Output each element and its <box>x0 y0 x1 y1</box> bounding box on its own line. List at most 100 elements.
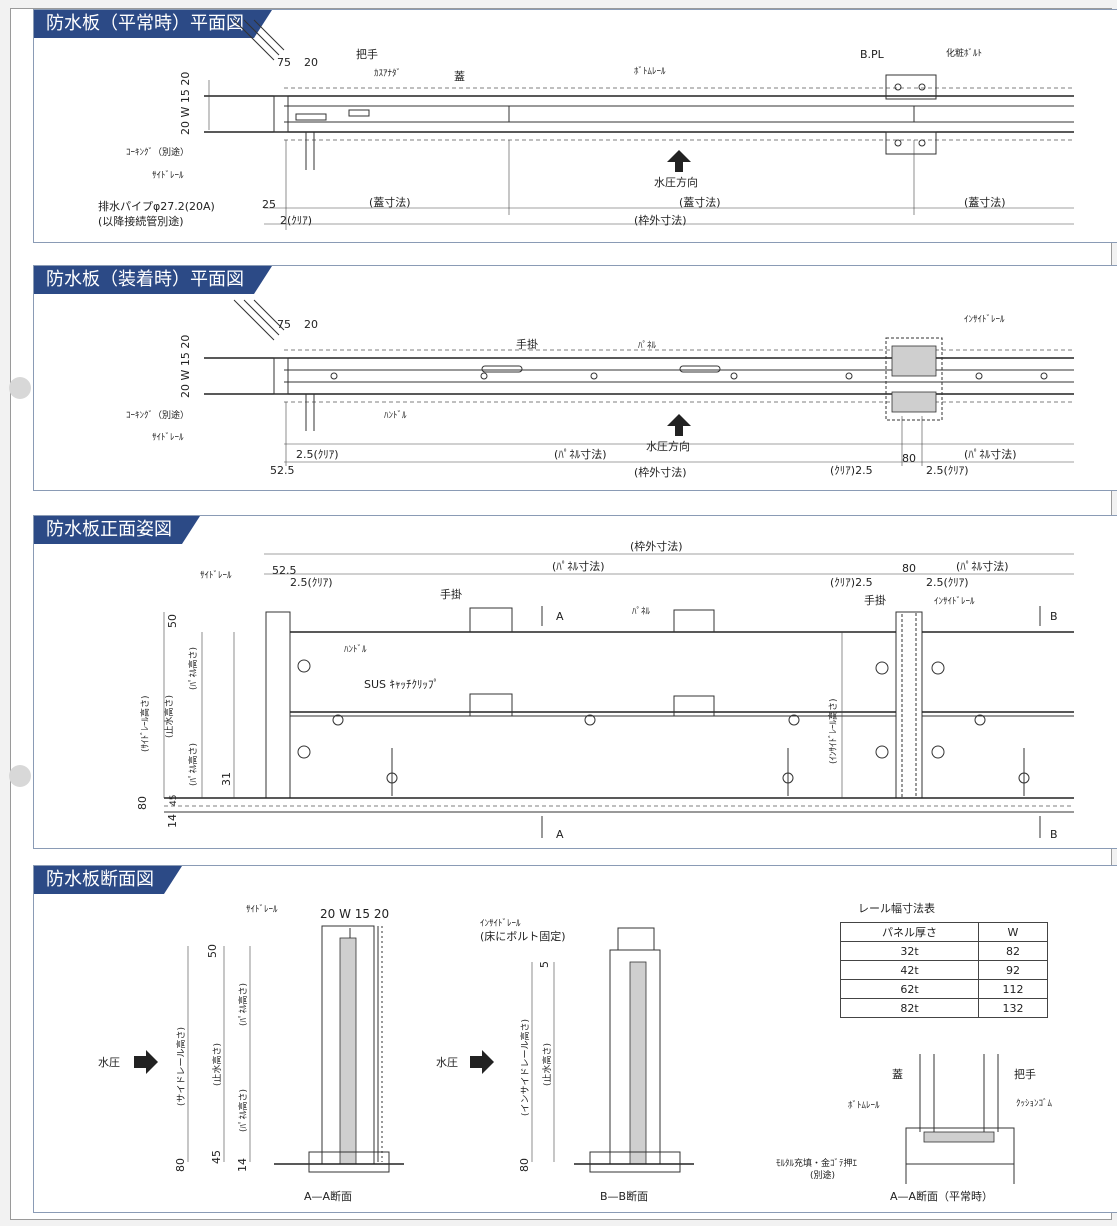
table-cell: 112 <box>978 979 1048 999</box>
label-caulking: ｺｰｷﾝｸﾞ（別途） <box>126 409 189 421</box>
wall-hatch <box>233 299 285 341</box>
plan-normal-drawing: 75 20 把手 ｶｽｱﾅﾀﾞ 蓋 ﾎﾞﾄﾑﾚｰﾙ B.PL 化粧ﾎﾞﾙﾄ 20… <box>98 19 1074 230</box>
cut-a-bottom: A <box>556 828 564 841</box>
label-handle: 把手 <box>1014 1067 1036 1081</box>
panel-height-2: (ﾊﾟﾈﾙ高さ) <box>187 743 199 786</box>
dim-80: 80 <box>902 452 916 465</box>
binder-hole <box>9 765 31 787</box>
table-row: 62t 112 <box>840 979 1048 999</box>
label-hook-2: 手掛 <box>864 593 886 607</box>
table-header: W <box>978 922 1048 942</box>
dim-20: 20 <box>304 318 318 331</box>
water-direction: 水圧方向 <box>654 175 698 189</box>
lid-dim-2: (蓋寸法) <box>679 195 721 209</box>
inside-rail-height: (インサイドレール高さ) <box>519 1019 531 1116</box>
panel-bolts <box>330 372 1048 380</box>
clear-25-right: 2.5(ｸﾘｱ) <box>926 464 969 477</box>
label-handle: ﾊﾝﾄﾞﾙ <box>344 644 367 655</box>
dim-14: 14 <box>166 814 179 828</box>
binder-hole <box>9 377 31 399</box>
panel-height-1: (ﾊﾟﾈﾙ高さ) <box>237 983 249 1026</box>
stop-height-2: (止水高さ) <box>541 1043 553 1086</box>
clear-25-left: (ｸﾘｱ)2.5 <box>830 576 873 589</box>
dim-31: 31 <box>220 772 233 786</box>
lid-dim-3: (蓋寸法) <box>964 195 1006 209</box>
side-rail-height: (ｻｲﾄﾞﾚｰﾙ高さ) <box>139 695 151 752</box>
panel-height-1: (ﾊﾟﾈﾙ高さ) <box>187 647 199 690</box>
catalog-page: 防水板（平常時）平面図 <box>9 8 1117 1220</box>
clear-25: 2.5(ｸﾘｱ) <box>296 448 339 461</box>
table-row: 42t 92 <box>840 960 1048 980</box>
water-pressure-1: 水圧 <box>98 1056 120 1069</box>
panel-height-2: (ﾊﾟﾈﾙ高さ) <box>237 1089 249 1132</box>
wall-hatch <box>233 19 285 61</box>
table-header-row: パネル厚さ W <box>840 922 1048 942</box>
plan-installed-drawing: 75 20 手掛 ﾊﾟﾈﾙ ｲﾝｻｲﾄﾞﾚｰﾙ 20 W 15 20 ｺｰｷﾝｸ… <box>126 299 1074 479</box>
rail-width-table: パネル厚さ W 32t 82 42t 92 62t 112 82t 132 <box>840 922 1048 1018</box>
table-row: 32t 82 <box>840 941 1048 961</box>
label-panel: ﾊﾟﾈﾙ <box>632 606 651 617</box>
table-cell: 82 <box>978 941 1048 961</box>
section-aa-normal: A—A断面（平常時） <box>890 1189 993 1203</box>
dim-5: 5 <box>538 961 551 968</box>
rail-table-title: レール幅寸法表 <box>858 901 935 915</box>
table-header: パネル厚さ <box>840 922 979 942</box>
label-handle: 把手 <box>356 47 378 61</box>
section-plan-installed: 防水板（装着時）平面図 <box>33 265 1117 491</box>
label-bottom-rail: ﾎﾞﾄﾑﾚｰﾙ <box>634 66 666 77</box>
frame-outer: (枠外寸法) <box>634 465 687 479</box>
dim-top: 20 W 15 20 <box>320 907 389 921</box>
label-mortar: ﾓﾙﾀﾙ充填・金ｺﾞﾃ押ｴ <box>776 1157 858 1169</box>
label-bpl: B.PL <box>860 48 885 61</box>
cut-b-bottom: B <box>1050 828 1058 841</box>
table-cell: 82t <box>840 998 979 1018</box>
section-bb: B—B断面 <box>600 1189 648 1203</box>
section-title: 防水板（装着時）平面図 <box>34 266 272 294</box>
inside-rail-note: (床にボルト固定) <box>480 929 566 943</box>
table-cell: 42t <box>840 960 979 980</box>
cut-b-top: B <box>1050 610 1058 623</box>
label-lid: 蓋 <box>892 1068 903 1081</box>
label-caulking: ｺｰｷﾝｸﾞ（別途） <box>126 146 189 158</box>
stop-height: (止水高さ) <box>211 1043 223 1086</box>
label-hook: 手掛 <box>516 337 538 351</box>
panel-dim-1: (ﾊﾟﾈﾙ寸法) <box>552 559 605 573</box>
section-front-elevation: 防水板正面姿図 <box>33 515 1117 849</box>
section-cross-section: 防水板断面図 <box>33 865 1117 1213</box>
label-drain-note: (以降接続管別途) <box>98 214 184 228</box>
label-kasupu: ｶｽｱﾅﾀﾞ <box>374 68 401 79</box>
panel-dim-2: (ﾊﾟﾈﾙ寸法) <box>964 447 1017 461</box>
panel-dim-2: (ﾊﾟﾈﾙ寸法) <box>956 559 1009 573</box>
dim-20w15: 20 W 15 20 <box>179 335 192 398</box>
dim-20w15: 20 W 15 20 <box>179 72 192 135</box>
table-cell: 62t <box>840 979 979 999</box>
dim-50: 50 <box>206 944 219 958</box>
dim-45: 45 <box>169 795 179 806</box>
dim-80: 80 <box>174 1158 187 1172</box>
dim-525: 52.5 <box>272 564 297 577</box>
dim-2clear: 2(ｸﾘｱ) <box>280 214 312 227</box>
dim-75: 75 <box>277 56 291 69</box>
label-deco-bolt: 化粧ﾎﾞﾙﾄ <box>946 47 982 59</box>
clear-25-left: (ｸﾘｱ)2.5 <box>830 464 873 477</box>
water-pressure-2: 水圧 <box>436 1056 458 1069</box>
label-side-rail: ｻｲﾄﾞﾚｰﾙ <box>200 570 232 581</box>
label-side-rail: ｻｲﾄﾞﾚｰﾙ <box>152 170 184 181</box>
label-hook: 手掛 <box>440 587 462 601</box>
dim-20: 20 <box>304 56 318 69</box>
label-side-rail: ｻｲﾄﾞﾚｰﾙ <box>246 904 278 915</box>
dim-14: 14 <box>236 1158 249 1172</box>
label-panel: ﾊﾟﾈﾙ <box>638 340 657 351</box>
section-aa: A—A断面 <box>304 1189 352 1203</box>
side-rail-height: (サイドレール高さ) <box>175 1027 187 1106</box>
label-drain-pipe: 排水パイプφ27.2(20A) <box>98 199 215 213</box>
panel-dim-1: (ﾊﾟﾈﾙ寸法) <box>554 447 607 461</box>
clear-25-right: 2.5(ｸﾘｱ) <box>926 576 969 589</box>
table-cell: 132 <box>978 998 1048 1018</box>
dim-25: 25 <box>262 198 276 211</box>
table-row: 82t 132 <box>840 998 1048 1018</box>
label-lid: 蓋 <box>454 70 465 83</box>
label-mortar-note: (別途) <box>810 1169 835 1181</box>
dim-80: 80 <box>902 562 916 575</box>
frame-outer: (枠外寸法) <box>630 539 683 553</box>
